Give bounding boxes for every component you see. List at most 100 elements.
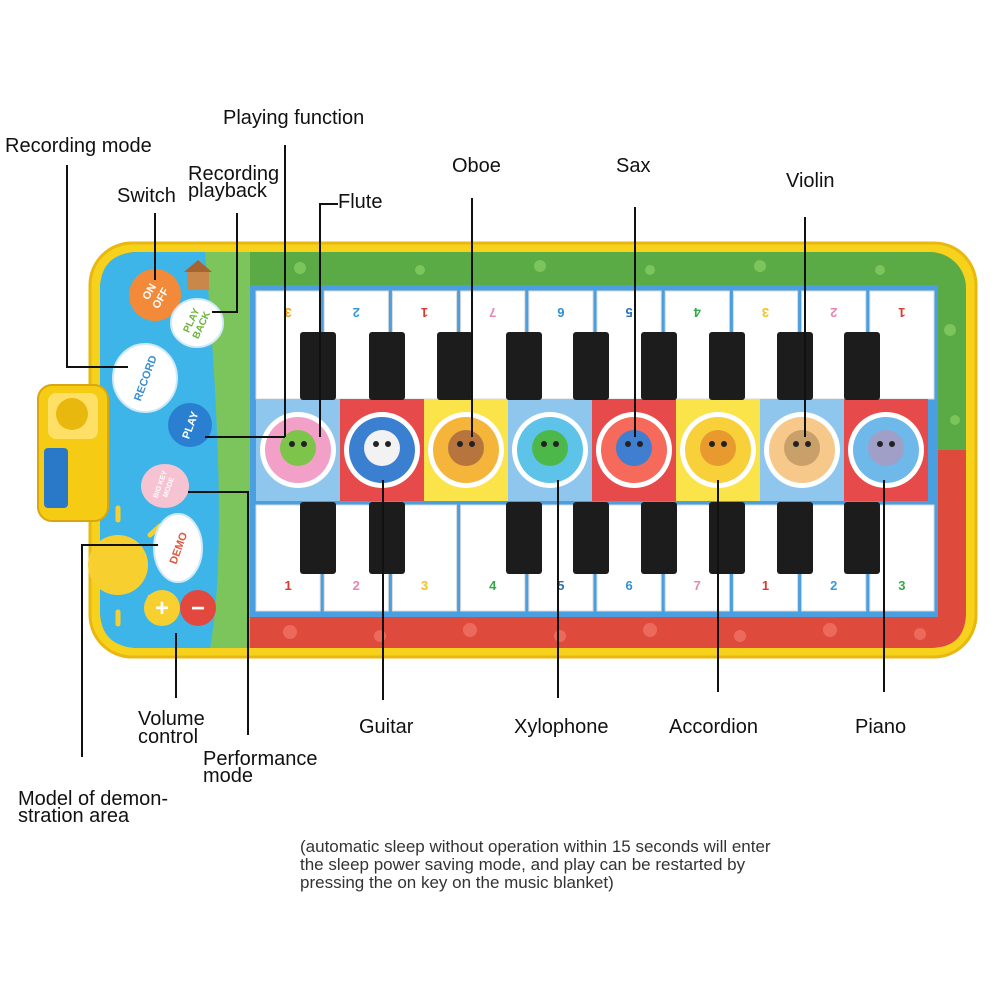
label-xylophone: Xylophone xyxy=(514,716,609,738)
bottom-black-key[interactable] xyxy=(709,502,745,574)
bottom-black-key[interactable] xyxy=(573,502,609,574)
record-button[interactable]: RECORD xyxy=(112,343,178,413)
line-recording-mode xyxy=(66,165,128,368)
top-key-number: 3 xyxy=(762,305,769,320)
top-black-key[interactable] xyxy=(844,332,880,400)
bottom-key-number: 3 xyxy=(421,578,428,593)
top-black-key[interactable] xyxy=(369,332,405,400)
animal-icon xyxy=(868,430,904,466)
grass-pattern xyxy=(294,260,960,425)
animal-eye-icon xyxy=(637,441,643,447)
animal-eye-icon xyxy=(721,441,727,447)
instrument-panel[interactable] xyxy=(676,399,760,501)
speaker-label-icon xyxy=(44,448,68,508)
animal-eye-icon xyxy=(553,441,559,447)
animal-eye-icon xyxy=(469,441,475,447)
label-performance-mode-2: mode xyxy=(203,765,254,787)
label-recording-mode: Recording mode xyxy=(5,135,152,157)
instrument-panel[interactable] xyxy=(424,399,508,501)
label-violin: Violin xyxy=(786,170,835,192)
bottom-key-number: 1 xyxy=(762,578,769,593)
bottom-key-number: 2 xyxy=(353,578,360,593)
top-black-key[interactable] xyxy=(777,332,813,400)
instrument-panel[interactable] xyxy=(844,399,928,501)
line-flute xyxy=(319,203,338,437)
bottom-black-key[interactable] xyxy=(844,502,880,574)
instrument-panel[interactable] xyxy=(508,399,592,501)
instrument-panel[interactable] xyxy=(592,399,676,501)
bottom-key-number: 3 xyxy=(898,578,905,593)
label-oboe: Oboe xyxy=(452,155,501,177)
on-off-button[interactable]: ON OFF xyxy=(129,269,181,321)
label-flute: Flute xyxy=(338,191,383,213)
bottom-key-number: 5 xyxy=(557,578,564,593)
label-volume-control-1: Volume xyxy=(138,708,205,730)
top-key-number: 6 xyxy=(557,305,564,320)
label-performance-mode-1: Performance xyxy=(203,748,318,770)
top-black-key[interactable] xyxy=(506,332,542,400)
play-button[interactable]: PLAY xyxy=(168,403,212,447)
animal-eye-icon xyxy=(625,441,631,447)
animal-icon xyxy=(280,430,316,466)
animal-eye-icon xyxy=(793,441,799,447)
label-recording-playback-1: Recording xyxy=(188,163,280,185)
bottom-black-keys xyxy=(300,502,880,574)
top-key-number: 2 xyxy=(353,305,360,320)
animal-eye-icon xyxy=(541,441,547,447)
label-volume-control-2: control xyxy=(138,726,199,748)
bottom-black-key[interactable] xyxy=(777,502,813,574)
top-key-number: 1 xyxy=(421,305,428,320)
top-black-key[interactable] xyxy=(641,332,677,400)
animal-icon xyxy=(532,430,568,466)
volume-down-label: − xyxy=(191,595,205,622)
instrument-strip xyxy=(256,399,928,501)
bottom-black-key[interactable] xyxy=(369,502,405,574)
animal-icon xyxy=(700,430,736,466)
instrument-panel[interactable] xyxy=(256,399,340,501)
animal-icon xyxy=(364,430,400,466)
bottom-key-number: 6 xyxy=(625,578,632,593)
instrument-panel[interactable] xyxy=(340,399,424,501)
animal-eye-icon xyxy=(373,441,379,447)
top-black-key[interactable] xyxy=(573,332,609,400)
top-key-number: 7 xyxy=(489,305,496,320)
top-black-keys xyxy=(300,332,880,400)
instrument-panel[interactable] xyxy=(760,399,844,501)
label-switch: Switch xyxy=(117,185,176,207)
bottom-key[interactable]: 3 xyxy=(869,504,935,612)
demo-button[interactable]: DEMO xyxy=(153,513,203,583)
volume-down-button[interactable]: − xyxy=(180,590,216,626)
play-back-button[interactable]: PLAY BACK xyxy=(170,298,224,348)
sleep-note-line-1: (automatic sleep without operation withi… xyxy=(300,837,771,856)
bottom-black-key[interactable] xyxy=(641,502,677,574)
big-key-mode-button[interactable]: BIG KEY MODE xyxy=(141,464,189,508)
bottom-black-key[interactable] xyxy=(506,502,542,574)
top-black-key[interactable] xyxy=(300,332,336,400)
volume-up-button[interactable]: + xyxy=(144,590,180,626)
label-demo-area-1: Model of demon- xyxy=(18,788,169,810)
leader-lines xyxy=(66,145,885,757)
bottom-black-key[interactable] xyxy=(300,502,336,574)
panel-grass-strip xyxy=(205,252,250,648)
label-sax: Sax xyxy=(616,155,651,177)
top-key-number: 1 xyxy=(898,305,905,320)
top-key-number: 3 xyxy=(284,305,291,320)
top-key-number: 2 xyxy=(830,305,837,320)
top-key-number: 4 xyxy=(693,305,701,320)
animal-eye-icon xyxy=(385,441,391,447)
speaker-box xyxy=(37,384,109,522)
animal-eye-icon xyxy=(457,441,463,447)
top-black-key[interactable] xyxy=(709,332,745,400)
bottom-key-number: 4 xyxy=(489,578,497,593)
bottom-key-number: 2 xyxy=(830,578,837,593)
top-black-key[interactable] xyxy=(437,332,473,400)
animal-eye-icon xyxy=(289,441,295,447)
label-piano: Piano xyxy=(855,716,907,738)
top-key-number: 5 xyxy=(625,305,632,320)
line-demo-area xyxy=(81,544,158,757)
house-icon xyxy=(184,260,212,290)
sleep-note-line-2: the sleep power saving mode, and play ca… xyxy=(300,855,746,874)
animal-eye-icon xyxy=(889,441,895,447)
line-recording-playback xyxy=(212,213,238,313)
sleep-note-line-3: pressing the on key on the music blanket… xyxy=(300,873,614,892)
